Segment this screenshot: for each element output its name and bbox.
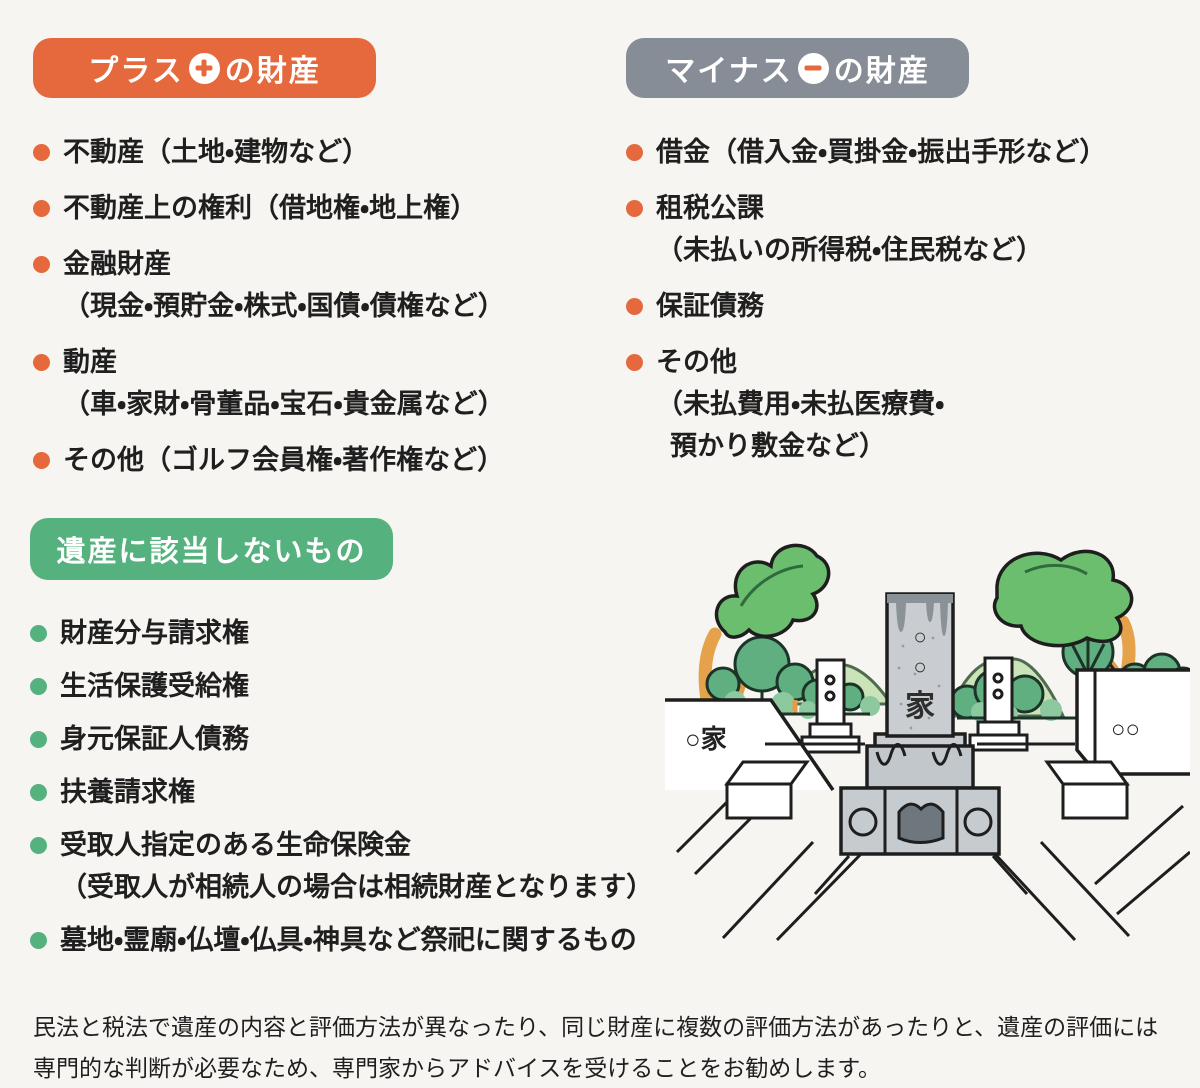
gravestone-small-left <box>800 658 861 754</box>
grave-monument: ○ ○ 家 <box>839 592 1001 856</box>
list-item: その他（ゴルフ会員権・著作権など） <box>33 439 608 481</box>
list-item-text: 墓地・霊廟・仏壇・仏具・神具など祭祀に関するもの <box>60 925 637 955</box>
gravestone-char: 家 <box>905 690 935 723</box>
wall-right-text: ○○ <box>1111 716 1140 743</box>
badge-minus-prefix: マイナス <box>665 55 793 88</box>
minus-assets-list: 借金（借入金・買掛金・振出手形など） 租税公課 （未払いの所得税・住民税など） … <box>626 131 1200 481</box>
badge-plus-suffix: の財産 <box>224 55 321 88</box>
list-item-text: 身元保証人債務 <box>60 724 249 754</box>
list-item: 不動産（土地・建物など） <box>33 131 608 173</box>
excluded-assets-list: 財産分与請求権 生活保護受給権 身元保証人債務 扶養請求権 受取人指定のある生命… <box>30 612 775 972</box>
list-item-text: 生活保護受給権 <box>60 671 249 701</box>
bullet-icon <box>33 354 50 371</box>
list-item-text: （未払費用・未払医療費・ <box>656 389 945 419</box>
badge-minus-suffix: の財産 <box>833 55 930 88</box>
list-item-text: 不動産上の権利（借地権・地上権） <box>63 193 478 223</box>
list-item: 生活保護受給権 <box>30 665 775 707</box>
list-item: 墓地・霊廟・仏壇・仏具・神具など祭祀に関するもの <box>30 919 775 961</box>
plus-icon-bar-v <box>201 59 207 77</box>
bullet-icon <box>626 200 643 217</box>
gravestone-char: ○ <box>913 654 926 679</box>
list-item-text: （車・家財・骨董品・宝石・貴金属など） <box>63 389 505 419</box>
bullet-icon <box>33 256 50 273</box>
list-item-text: 不動産（土地・建物など） <box>63 137 370 167</box>
minus-icon-bar <box>804 65 822 71</box>
ground-lines <box>675 742 1190 942</box>
list-item-text: その他（ゴルフ会員権・著作権など） <box>63 445 505 475</box>
list-item-text: 動産 <box>63 347 117 377</box>
list-item: 扶養請求権 <box>30 771 775 813</box>
bullet-icon <box>626 298 643 315</box>
bullet-icon <box>30 678 47 695</box>
list-item: その他 （未払費用・未払医療費・ 預かり敷金など） <box>626 341 1200 467</box>
list-item: 借金（借入金・買掛金・振出手形など） <box>626 131 1200 173</box>
wall-left-text: ○家 <box>685 724 727 754</box>
gravestone-small-right <box>968 656 1029 752</box>
list-item: 保証債務 <box>626 285 1200 327</box>
list-item-text: 租税公課 <box>656 193 764 223</box>
bullet-icon <box>30 837 47 854</box>
tree-foliage-left <box>714 543 831 639</box>
list-item: 受取人指定のある生命保険金 （受取人が相続人の場合は相続財産となります） <box>30 824 775 908</box>
list-item: 租税公課 （未払いの所得税・住民税など） <box>626 187 1200 271</box>
list-item: 金融財産 （現金・預貯金・株式・国債・債権など） <box>33 243 608 327</box>
bullet-icon <box>30 731 47 748</box>
gravestone-char: ○ <box>913 624 926 649</box>
plus-assets-badge: プラス の財産 <box>33 38 376 98</box>
footnote: 民法と税法で遺産の内容と評価方法が異なったり、同じ財産に複数の評価方法があったり… <box>33 1007 1183 1088</box>
list-item-text: 受取人指定のある生命保険金 <box>60 830 411 860</box>
bullet-icon <box>33 144 50 161</box>
list-item-text: （現金・預貯金・株式・国債・債権など） <box>63 291 505 321</box>
side-steps <box>724 760 1130 820</box>
stone-drips <box>887 594 953 636</box>
footnote-line: 専門的な判断が必要なため、専門家からアドバイスを受けることをお勧めします。 <box>33 1055 882 1081</box>
list-item: 財産分与請求権 <box>30 612 775 654</box>
list-item-text: 借金（借入金・買掛金・振出手形など） <box>656 137 1107 167</box>
badge-plus-prefix: プラス <box>88 55 184 88</box>
bullet-icon <box>30 784 47 801</box>
bullet-icon <box>30 625 47 642</box>
wall-right: ○○ <box>1075 668 1190 776</box>
footnote-line: 民法と税法で遺産の内容と評価方法が異なったり、同じ財産に複数の評価方法があったり… <box>33 1014 1159 1040</box>
list-item: 身元保証人債務 <box>30 718 775 760</box>
list-item-text: その他 <box>656 347 737 377</box>
badge-excluded-label: 遺産に該当しないもの <box>56 536 367 568</box>
plus-circle-icon <box>188 52 220 84</box>
list-item: 動産 （車・家財・骨董品・宝石・貴金属など） <box>33 341 608 425</box>
list-item-text: 預かり敷金など） <box>670 431 886 461</box>
minus-assets-badge: マイナス の財産 <box>626 38 969 98</box>
bullet-icon <box>33 452 50 469</box>
minus-circle-icon <box>797 52 829 84</box>
list-item: 不動産上の権利（借地権・地上権） <box>33 187 608 229</box>
bullet-icon <box>626 144 643 161</box>
list-item-text: （受取人が相続人の場合は相続財産となります） <box>60 872 654 902</box>
plus-assets-list: 不動産（土地・建物など） 不動産上の権利（借地権・地上権） 金融財産 （現金・預… <box>33 131 608 495</box>
bullet-icon <box>626 354 643 371</box>
gravestone-inscription: ○ ○ 家 <box>905 624 935 723</box>
bullet-icon <box>33 200 50 217</box>
list-item-text: 保証債務 <box>656 291 764 321</box>
list-item-text: 金融財産 <box>63 249 171 279</box>
list-item-text: （未払いの所得税・住民税など） <box>656 235 1044 265</box>
bullet-icon <box>30 932 47 949</box>
list-item-text: 扶養請求権 <box>60 777 195 807</box>
cemetery-illustration: ○家 ○○ <box>665 543 1190 942</box>
tree-foliage-right <box>992 549 1134 648</box>
list-item-text: 財産分与請求権 <box>60 618 249 648</box>
excluded-assets-badge: 遺産に該当しないもの <box>30 518 393 580</box>
